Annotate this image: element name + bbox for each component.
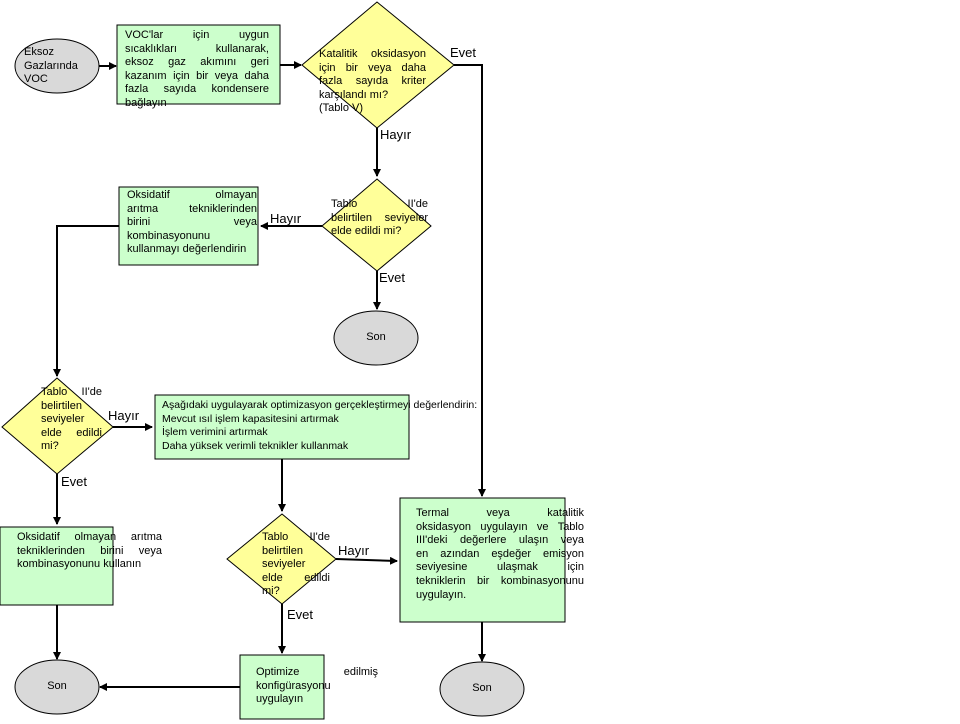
connect-line: eksoz gaz akımını geri — [125, 56, 269, 69]
catalytic-line: karşılandı mı? — [319, 88, 389, 101]
table2-mid-decision-text: Tablo II'de belirtilen seviyeler elde ed… — [262, 531, 330, 599]
thermal-line: tekniklerin bir kombinasyonunu — [416, 574, 584, 587]
table2-top-line: elde edildi mi? — [331, 225, 402, 238]
catalytic-decision-shape — [301, 1, 455, 129]
optimize-eval-line: İşlem verimini artırmak — [162, 426, 268, 439]
end-right-terminal-text: Son — [446, 682, 518, 696]
table2-top-line: Tablo II'de — [331, 198, 428, 210]
thermal-line: oksidasyon uygulayın ve Tablo — [416, 520, 584, 533]
table2-top-line: belirtilen seviyeler — [331, 211, 428, 224]
end-right-terminal-shape — [439, 661, 525, 717]
table2-left-line: Tablo II'de — [41, 386, 102, 398]
catalytic-line: fazla sayıda kriter — [319, 75, 426, 88]
optimize-eval-process-text: Aşağıdaki uygulayarak optimizasyon gerçe… — [162, 399, 478, 453]
table2-mid-line: mi? — [262, 585, 280, 598]
edge-table2-mid-no-to-thermal — [335, 556, 398, 565]
evaluate-line: birini veya — [127, 216, 257, 229]
apply-nonox-line: tekniklerinden birini veya — [17, 544, 162, 557]
start-terminal-text: Eksoz Gazlarında VOC — [24, 46, 94, 87]
catalytic-line: Katalitik oksidasyon — [319, 48, 426, 60]
apply-nonox-line: kombinasyonunu kullanın — [17, 558, 142, 571]
edge-label-yes: Evet — [61, 474, 88, 489]
thermal-line: seviyesine ulaşmak için — [416, 561, 584, 574]
edge-label-no: Hayır — [270, 211, 302, 226]
end-left-label: Son — [47, 680, 67, 692]
optimize-eval-line: Aşağıdaki uygulayarak optimizasyon gerçe… — [162, 399, 478, 411]
connect-process-shape — [116, 24, 281, 105]
table2-left-decision-text: Tablo II'de belirtilen seviyeler elde ed… — [41, 386, 102, 454]
apply-nonox-line: Oksidatif olmayan arıtma — [17, 531, 162, 543]
table2-mid-line: seviyeler — [262, 558, 306, 571]
evaluate-line: kullanmayı değerlendirin — [127, 243, 247, 256]
table2-top-decision-text: Tablo II'de belirtilen seviyeler elde ed… — [331, 198, 428, 239]
start-line: Gazlarında — [24, 59, 78, 72]
thermal-line: en azından eşdeğer emisyon — [416, 547, 584, 560]
table2-left-line: elde edildi — [41, 426, 102, 439]
thermal-line: III'deki değerlere ulaşın veya — [416, 534, 584, 547]
evaluate-line: kombinasyonunu — [127, 229, 211, 242]
table2-mid-decision-shape — [226, 513, 337, 605]
connect-line: bağlayın — [125, 96, 167, 109]
catalytic-line: için bir veya daha — [319, 61, 426, 74]
table2-mid-line: Tablo II'de — [262, 531, 330, 543]
end-top-terminal-shape — [333, 310, 419, 366]
table2-top-decision-shape — [321, 178, 432, 272]
apply-nonox-process-text: Oksidatif olmayan arıtma tekniklerinden … — [17, 531, 162, 572]
edge-label-no: Hayır — [108, 408, 140, 423]
optimize-eval-process-shape — [154, 394, 410, 460]
connect-process-text: VOC'lar için uygun sıcaklıkları kullanar… — [125, 29, 269, 111]
catalytic-decision-text: Katalitik oksidasyon için bir veya daha … — [319, 48, 426, 116]
connect-line: VOC'lar için uygun — [125, 29, 269, 41]
start-terminal-shape — [14, 38, 100, 94]
start-line: Eksoz — [24, 46, 54, 58]
optimized-process-shape — [239, 654, 325, 720]
edge-label-yes: Evet — [287, 607, 314, 622]
thermal-process-shape — [399, 497, 566, 623]
edge-label-no: Hayır — [380, 127, 412, 142]
apply-nonox-process-shape — [0, 526, 114, 606]
table2-left-line: seviyeler — [41, 413, 85, 426]
connect-line: fazla sayıda kondensere — [125, 83, 269, 96]
optimized-line: Optimize edilmiş — [256, 666, 378, 678]
evaluate-line: Oksidatif olmayan — [127, 189, 257, 201]
connect-line: sıcaklıkları kullanarak, — [125, 42, 269, 55]
optimize-eval-line: Daha yüksek verimli teknikler kullanmak — [162, 439, 349, 452]
edge-label-yes: Evet — [450, 45, 477, 60]
evaluate-nonox-process-text: Oksidatif olmayan arıtma tekniklerinden … — [127, 189, 257, 257]
connect-line: kazanım için bir veya daha — [125, 69, 269, 82]
table2-left-line: mi? — [41, 440, 59, 453]
table2-left-decision-shape — [1, 377, 114, 475]
optimized-line: konfigürasyonu — [256, 679, 331, 692]
edge-catalytic-yes-to-thermal — [454, 64, 486, 497]
catalytic-line: (Tablo V) — [319, 102, 364, 115]
end-left-terminal-text: Son — [21, 680, 93, 694]
end-left-terminal-shape — [14, 659, 100, 715]
thermal-line: Termal veya katalitik — [416, 507, 584, 519]
edges — [53, 61, 486, 691]
end-right-label: Son — [472, 682, 492, 694]
thermal-line: uygulayın. — [416, 588, 467, 601]
shapes — [0, 1, 566, 720]
evaluate-line: arıtma tekniklerinden — [127, 202, 257, 215]
evaluate-nonox-process-shape — [118, 186, 259, 266]
optimized-process-text: Optimize edilmiş konfigürasyonu uygulayı… — [256, 666, 378, 707]
table2-left-line: belirtilen — [41, 399, 82, 412]
edge-evaluate-to-table2-left — [53, 225, 119, 377]
start-line: VOC — [24, 73, 48, 86]
end-top-terminal-text: Son — [340, 331, 412, 345]
table2-mid-line: elde edildi — [262, 571, 330, 584]
end-top-label: Son — [366, 331, 386, 343]
optimize-eval-line: Mevcut ısıl işlem kapasitesini artırmak — [162, 412, 339, 425]
table2-mid-line: belirtilen — [262, 544, 303, 557]
thermal-process-text: Termal veya katalitik oksidasyon uygulay… — [416, 507, 584, 602]
edge-label-yes: Evet — [379, 270, 406, 285]
edge-label-no: Hayır — [338, 543, 370, 558]
optimized-line: uygulayın — [256, 693, 304, 706]
